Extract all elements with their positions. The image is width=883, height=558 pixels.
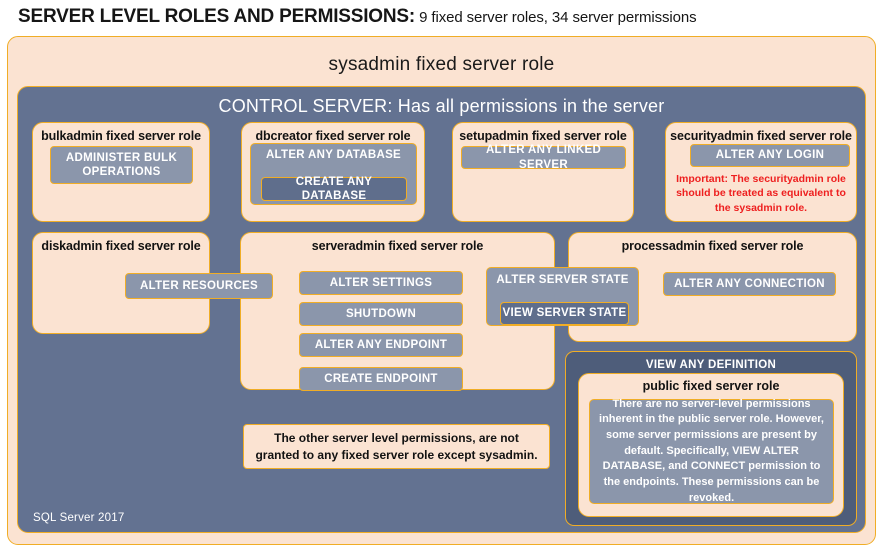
securityadmin-role-card: securityadmin fixed server role — [665, 122, 857, 222]
setupadmin-role-title: setupadmin fixed server role — [459, 129, 627, 143]
securityadmin-role-title: securityadmin fixed server role — [670, 129, 852, 143]
other-permissions-note: The other server level permissions, are … — [243, 424, 550, 469]
page-title: SERVER LEVEL ROLES AND PERMISSIONS: 9 fi… — [18, 6, 868, 32]
public-role-title: public fixed server role — [642, 379, 780, 393]
footer-version-label: SQL Server 2017 — [33, 512, 125, 524]
permission-alter-any-login: ALTER ANY LOGIN — [690, 144, 850, 167]
permission-create-endpoint: CREATE ENDPOINT — [299, 367, 463, 391]
processadmin-role-title: processadmin fixed server role — [621, 239, 804, 253]
permission-alter-server-state-label: ALTER SERVER STATE — [496, 274, 629, 286]
dbcreator-role-title: dbcreator fixed server role — [255, 129, 411, 143]
control-server-label: CONTROL SERVER: Has all permissions in t… — [218, 95, 665, 116]
permission-administer-bulk-operations: ADMINISTER BULK OPERATIONS — [50, 146, 193, 184]
bulkadmin-role-title: bulkadmin fixed server role — [41, 129, 201, 143]
permission-create-any-database: CREATE ANY DATABASE — [261, 176, 407, 202]
permission-alter-settings: ALTER SETTINGS — [299, 271, 463, 295]
page-title-main: SERVER LEVEL ROLES AND PERMISSIONS: — [18, 6, 416, 27]
serveradmin-role-title: serveradmin fixed server role — [311, 239, 484, 253]
setupadmin-role-card: setupadmin fixed server role — [452, 122, 634, 222]
diskadmin-role-title: diskadmin fixed server role — [41, 239, 201, 253]
sysadmin-role-label: sysadmin fixed server role — [328, 54, 555, 75]
permission-view-any-definition-label: VIEW ANY DEFINITION — [645, 359, 777, 371]
page-title-subtitle: 9 fixed server roles, 34 server permissi… — [415, 9, 697, 26]
public-role-note: There are no server-level permissions in… — [589, 398, 834, 504]
permission-view-server-state: VIEW SERVER STATE — [500, 302, 629, 325]
securityadmin-warning-note: Important: The securityadmin role should… — [676, 173, 846, 214]
permission-alter-resources: ALTER RESOURCES — [125, 273, 273, 299]
permission-alter-any-connection: ALTER ANY CONNECTION — [663, 272, 836, 296]
permission-alter-any-database-label: ALTER ANY DATABASE — [265, 149, 402, 161]
permission-shutdown: SHUTDOWN — [299, 302, 463, 326]
permission-alter-any-linked-server: ALTER ANY LINKED SERVER — [461, 144, 626, 171]
permission-alter-any-endpoint: ALTER ANY ENDPOINT — [299, 333, 463, 357]
